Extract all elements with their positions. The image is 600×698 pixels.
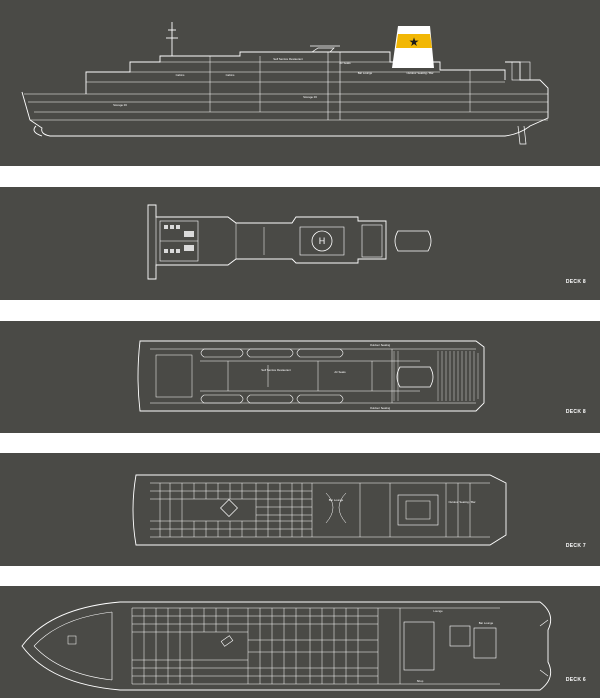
ship-profile-panel: ★ Self Service Restaurant Cabins Cabins …: [0, 0, 600, 166]
deck-6-label-bar: Bar Lounge: [479, 621, 494, 625]
deck-label: DECK 7: [565, 543, 586, 549]
deck-8-label-restaurant: Self Service Restaurant: [261, 368, 291, 372]
deck-7-drawing: Bar Lounge Outdoor Seating / Bar: [132, 474, 507, 546]
deck-8-bow-dome: [396, 366, 434, 388]
deck-7-panel: Bar Lounge Outdoor Seating / Bar DECK 7: [0, 453, 600, 566]
deck-label: DECK 6: [565, 677, 586, 683]
deck-6-label-lounge: Lounge: [433, 609, 443, 613]
deck-6-panel: Lounge Bar Lounge Shop DECK 6: [0, 586, 600, 698]
lifeboat: [200, 348, 244, 358]
lifeboat: [296, 348, 344, 358]
deck-label: DECK 8: [565, 409, 586, 415]
deck-8-bow-dome: [394, 230, 432, 252]
profile-label-cabins-2: Cabins: [226, 73, 235, 77]
deck-7-hull-outline: [132, 474, 507, 546]
profile-label-storage-2: Storage 03: [303, 95, 317, 99]
deck-8-hull-outline: [137, 340, 485, 412]
funnel-star-icon: ★: [409, 35, 420, 49]
hull-outline: [21, 61, 549, 137]
deck-8-label-outdoor-2: Outdoor Seating: [370, 406, 391, 410]
cabin-grid: [132, 608, 378, 684]
lifeboat: [246, 348, 294, 358]
open-deck-hatching: [393, 351, 479, 401]
bulbous-bow: [33, 125, 43, 137]
deck-7-label-outdoor: Outdoor Seating / Bar: [448, 500, 475, 504]
helipad-circle: [311, 230, 333, 252]
deck-7-label-lounge: Bar Lounge: [329, 498, 344, 502]
deck-8-top-panel: H DECK 8: [0, 187, 600, 300]
deck-8-top-drawing: H: [147, 204, 432, 280]
funnel-band: [396, 34, 432, 48]
deck-6-label-shop: Shop: [417, 679, 424, 683]
deck-label: DECK 8: [565, 279, 586, 285]
stair-diamond: [220, 499, 238, 517]
deck-8-label-air-seats: Air Seats: [334, 370, 346, 374]
bow-chevron: [33, 611, 113, 681]
stair-icon: [220, 635, 234, 647]
profile-label-storage: Storage 03: [113, 103, 127, 107]
ship-profile-drawing: ★ Self Service Restaurant Cabins Cabins …: [21, 22, 549, 145]
helicopter-icon: [310, 45, 340, 53]
profile-label-bar: Bar Lounge: [358, 71, 373, 75]
profile-label-air-seats: Air Seats: [339, 61, 351, 65]
deck-8-top-outline: [147, 204, 387, 280]
deck-8-drawing: Self Service Restaurant Air Seats Outdoo…: [137, 340, 485, 412]
profile-label-outdoor: Outdoor Seating / Bar: [406, 71, 433, 75]
deck-8-panel: Self Service Restaurant Air Seats Outdoo…: [0, 321, 600, 433]
profile-label-restaurant: Self Service Restaurant: [273, 57, 303, 61]
cabin-grid: [150, 483, 471, 537]
deck-6-hull-outline: [21, 601, 552, 691]
deck-6-drawing: Lounge Bar Lounge Shop: [21, 601, 552, 691]
lifeboat: [296, 394, 344, 404]
deck-8-label-outdoor-1: Outdoor Seating: [370, 343, 391, 347]
helipad-h-icon: H: [319, 236, 326, 246]
lifeboat: [200, 394, 244, 404]
lifeboat: [246, 394, 294, 404]
profile-label-cabins: Cabins: [176, 73, 185, 77]
